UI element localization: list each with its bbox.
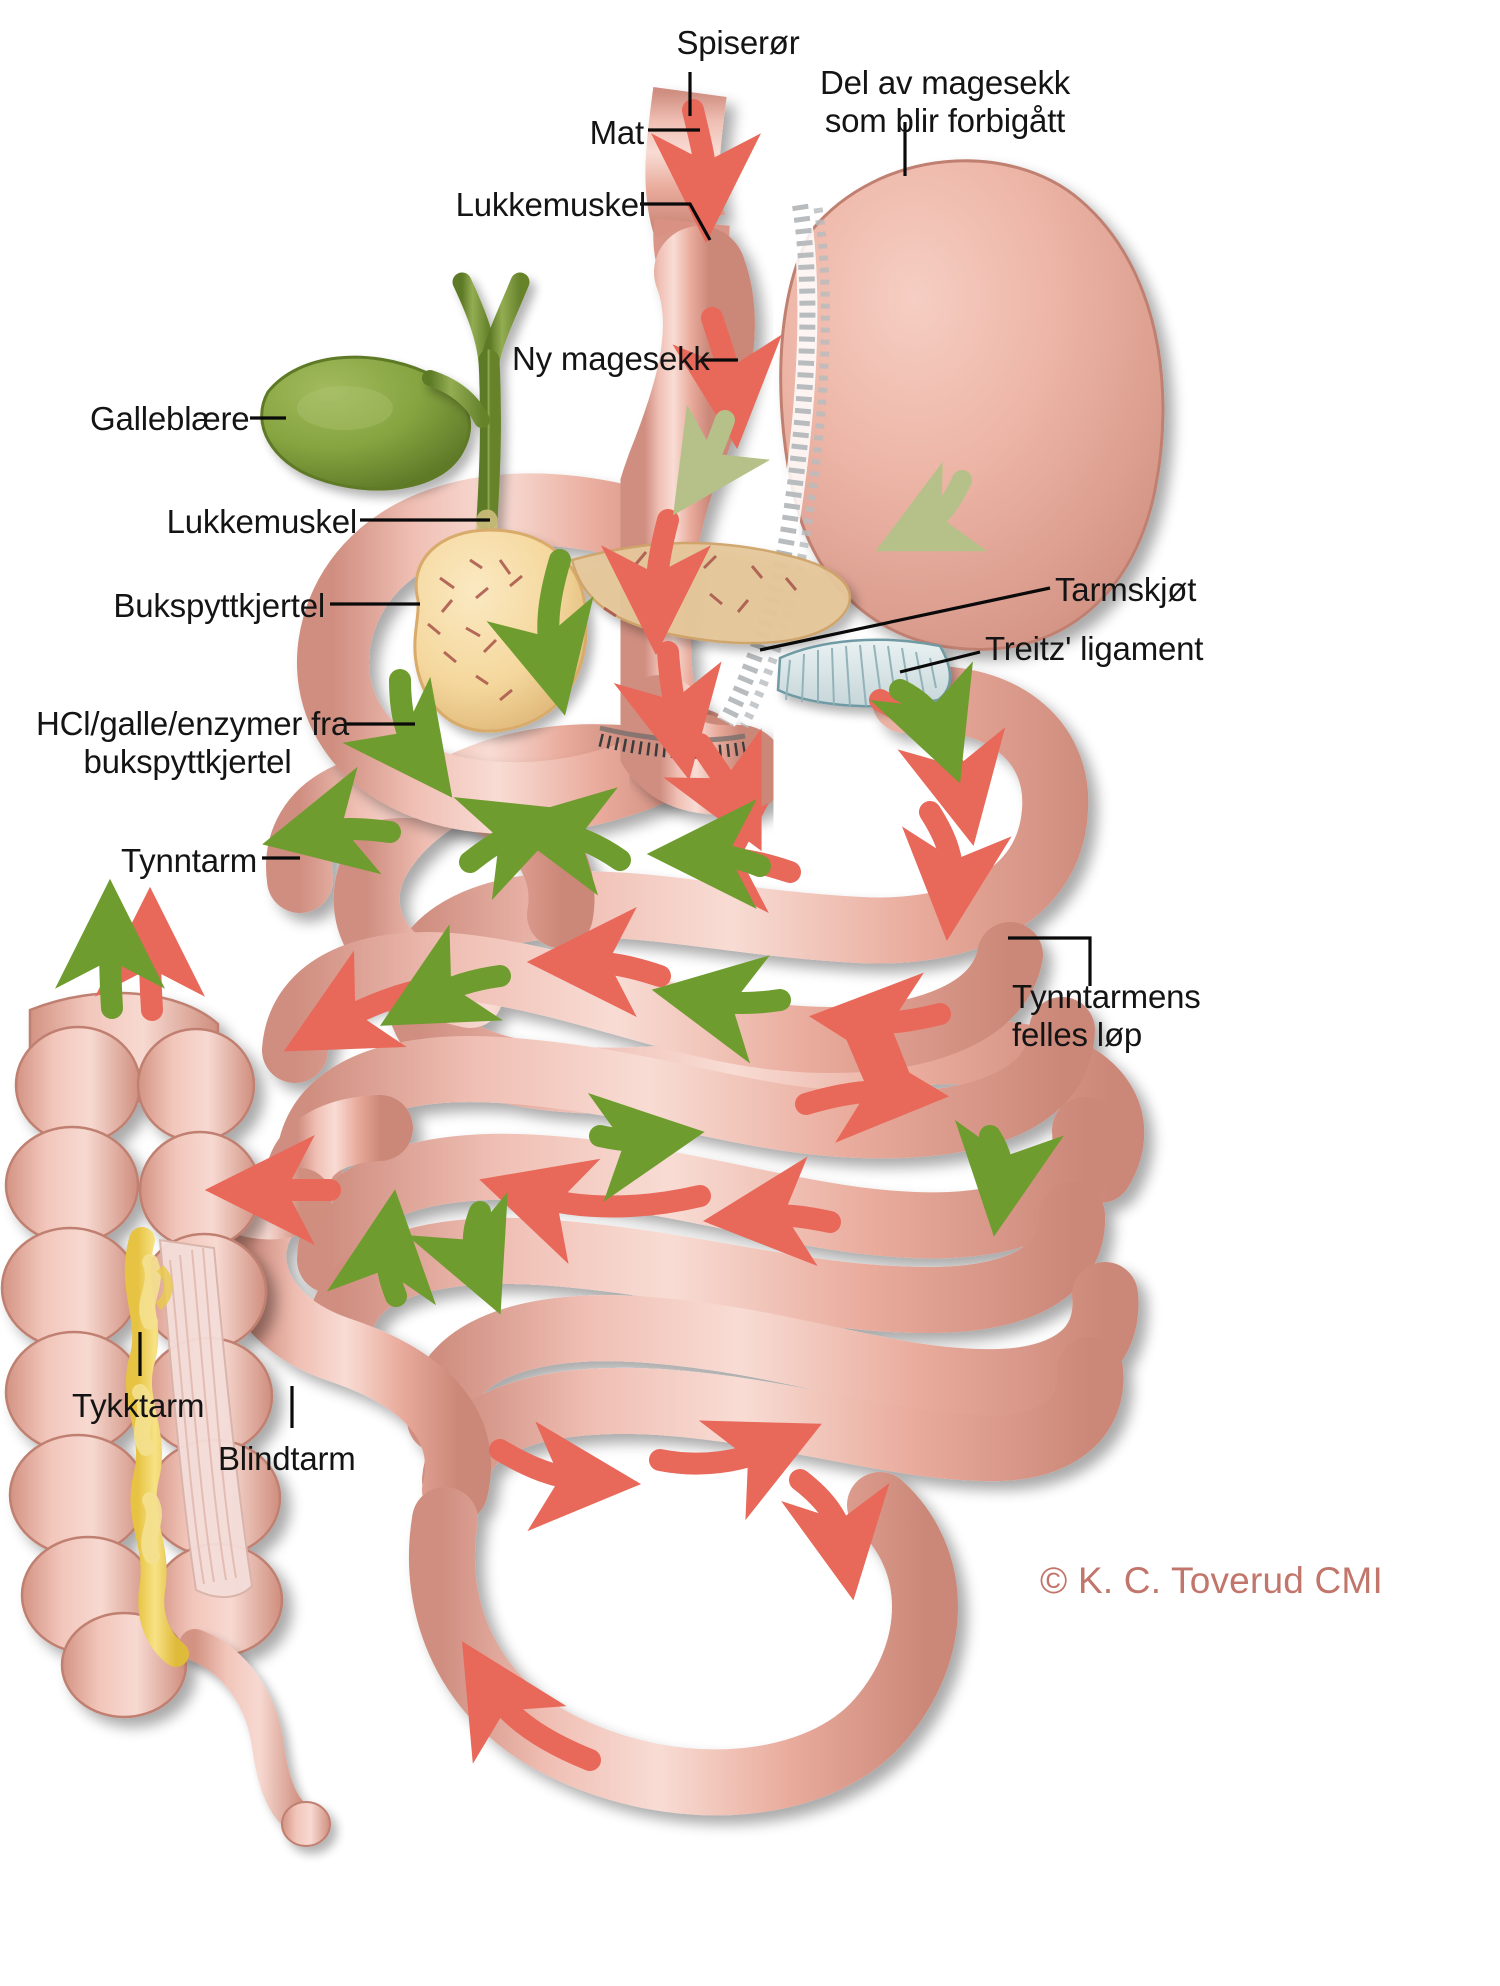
label-mat: Mat xyxy=(589,114,645,151)
gallbladder xyxy=(260,355,472,491)
label-treitz-ligament: Treitz' ligament xyxy=(985,630,1204,667)
label-tykktarm: Tykktarm xyxy=(72,1387,205,1424)
label-lukkemuskel-lower: Lukkemuskel xyxy=(166,503,358,540)
pale-juice-arrows xyxy=(673,404,988,552)
staple-line xyxy=(717,203,830,729)
label-lukkemuskel-upper: Lukkemuskel xyxy=(455,186,647,223)
appendix xyxy=(179,1629,331,1847)
label-ny-magesekk: Ny magesekk xyxy=(512,340,710,377)
label-spiseror: Spiserør xyxy=(676,24,800,61)
large-intestine xyxy=(0,991,284,1719)
label-blindtarm: Blindtarm xyxy=(218,1440,356,1477)
label-tynntarm: Tynntarm xyxy=(121,842,257,879)
copyright-credit: © K. C. Toverud CMI xyxy=(1040,1560,1383,1601)
label-tarmskjot: Tarmskjøt xyxy=(1055,571,1197,608)
label-bukspyttkjertel: Bukspyttkjertel xyxy=(113,587,325,624)
label-hcl-galle-enzymer: HCl/galle/enzymer fra bukspyttkjertel xyxy=(36,705,350,780)
digestive-juice-arrows xyxy=(55,549,1064,1315)
bile-stream xyxy=(124,1227,189,1667)
small-intestine-coils xyxy=(188,665,1145,1816)
label-gallblare: Galleblære xyxy=(90,400,250,437)
label-del-av-magesekk: Del av magesekk som blir forbigått xyxy=(819,64,1071,139)
label-tynntarmens-felles-lop: Tynntarmens felles løp xyxy=(1012,978,1201,1053)
leader-lines xyxy=(138,72,1092,1428)
